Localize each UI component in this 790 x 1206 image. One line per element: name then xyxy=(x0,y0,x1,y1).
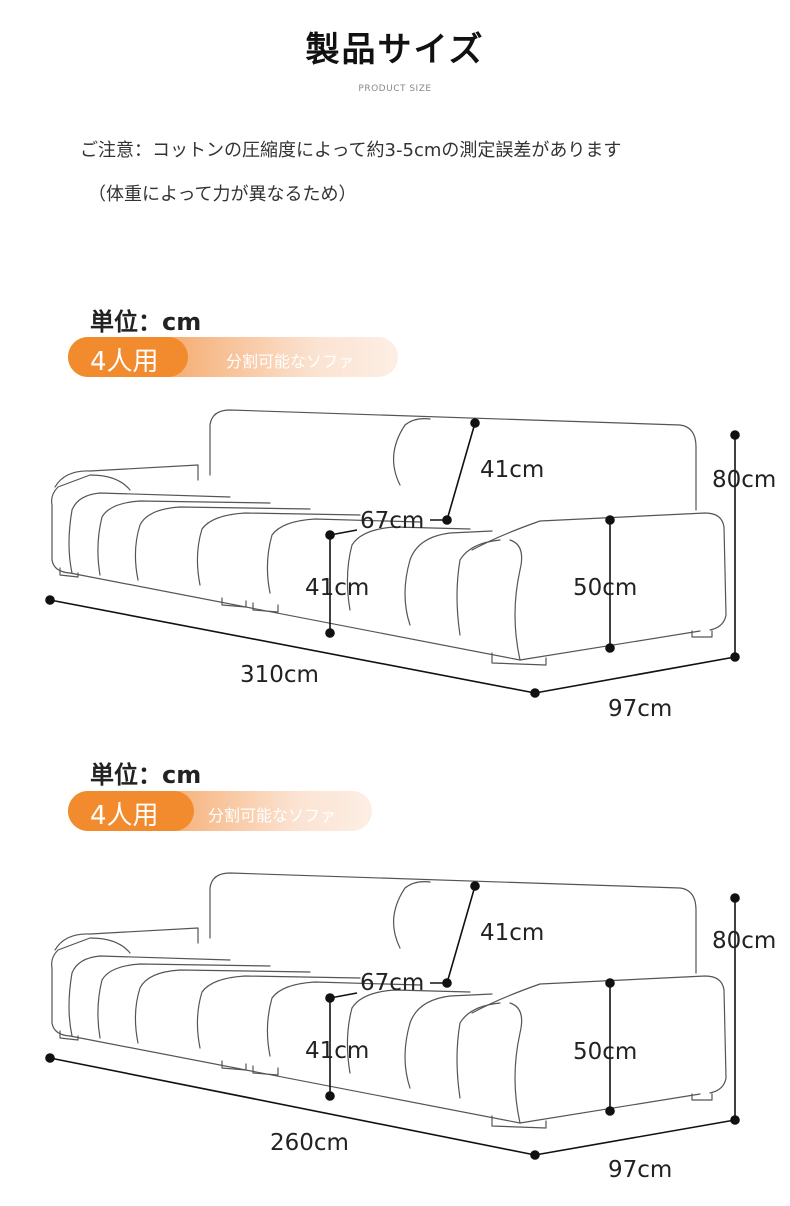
notice-line-2: （体重によって力が異なるため） xyxy=(88,184,357,205)
badge-2: 4人用 分割可能なソファ xyxy=(68,791,372,831)
badge-1: 4人用 分割可能なソファ xyxy=(68,337,398,377)
dim-seat-height: 41cm xyxy=(305,575,369,601)
dim-width: 260cm xyxy=(270,1130,349,1156)
badge-pill xyxy=(68,791,194,831)
dim-arm-height: 50cm xyxy=(573,1039,637,1065)
dim-total-height: 80cm xyxy=(712,467,776,493)
dim-back-height: 41cm xyxy=(480,457,544,483)
dim-seat-depth: 67cm xyxy=(360,970,424,996)
sofa-diagram-1: 41cm 80cm 67cm 41cm 50cm 310cm 97cm xyxy=(0,395,790,730)
dim-arm-height: 50cm xyxy=(573,575,637,601)
badge-pill xyxy=(68,337,188,377)
dim-depth: 97cm xyxy=(608,1157,672,1183)
unit-label-2: 単位：cm xyxy=(90,761,202,789)
badge-sub-label: 分割可能なソファ xyxy=(226,352,355,371)
dim-seat-height: 41cm xyxy=(305,1038,369,1064)
notice-line-1: ご注意：コットンの圧縮度によって約3-5cmの測定誤差があります xyxy=(80,140,622,161)
dim-total-height: 80cm xyxy=(712,928,776,954)
sofa-diagram-2: 41cm 80cm 67cm 41cm 50cm 260cm 97cm xyxy=(0,858,790,1193)
badge-main-label: 4人用 xyxy=(90,801,159,831)
page-subtitle: PRODUCT SIZE xyxy=(358,84,432,94)
page-title: 製品サイズ xyxy=(305,30,485,70)
badge-sub-label: 分割可能なソファ xyxy=(208,806,337,825)
dim-seat-depth: 67cm xyxy=(360,508,424,534)
badge-main-label: 4人用 xyxy=(90,347,159,377)
unit-label-1: 単位：cm xyxy=(90,308,202,336)
sofa-drawing-2: 41cm 80cm 67cm 41cm 50cm 260cm 97cm xyxy=(45,872,776,1183)
dim-width: 310cm xyxy=(240,662,319,688)
dim-depth: 97cm xyxy=(608,696,672,722)
dim-back-height: 41cm xyxy=(480,920,544,946)
sofa-drawing-1: 41cm 80cm 67cm 41cm 50cm 310cm 97cm xyxy=(45,409,776,722)
